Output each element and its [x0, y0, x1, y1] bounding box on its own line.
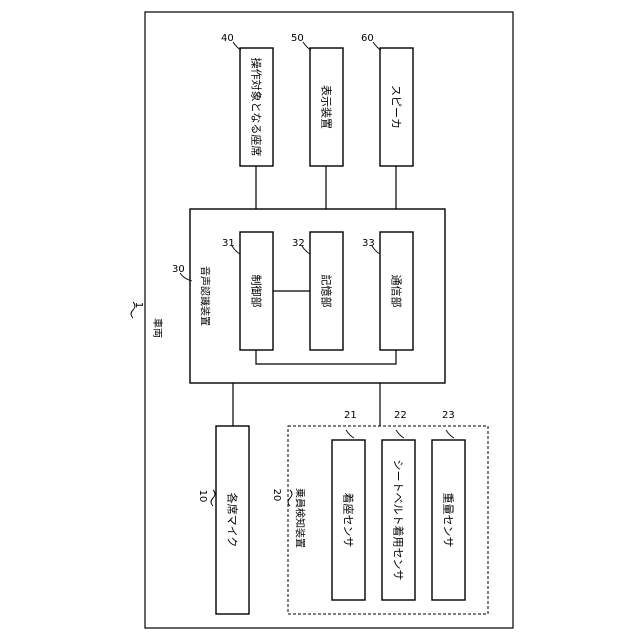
control-unit-label: 制御部 — [250, 275, 264, 308]
vehicle-label: 車両 — [151, 318, 164, 338]
communication-unit-ref: 33 — [362, 238, 375, 249]
voice-recognition-device-label: 音声認識装置 — [199, 266, 212, 326]
operation-target-seat-ref: 40 — [221, 33, 234, 44]
voice-recognition-device-ref: 30 — [172, 264, 185, 275]
occupant-detection-device-leader — [288, 490, 292, 506]
occupant-detection-device-label: 乗員検知装置 — [294, 488, 307, 548]
display-device-label: 表示装置 — [320, 85, 334, 129]
seating-sensor-leader — [346, 430, 354, 438]
speaker-ref: 60 — [361, 33, 374, 44]
seating-sensor-label: 着座センサ — [342, 493, 356, 548]
seatbelt-sensor-leader — [396, 430, 404, 438]
vehicle-ref: 1 — [133, 302, 144, 308]
control-unit-ref: 31 — [222, 238, 235, 249]
display-device-ref: 50 — [291, 33, 304, 44]
seat-microphone-ref: 10 — [197, 490, 208, 503]
operation-target-seat-label: 操作対象となる座席 — [250, 58, 264, 157]
weight-sensor-leader — [446, 430, 454, 438]
storage-unit-label: 記憶部 — [320, 275, 334, 308]
seatbelt-sensor-label: シートベルト着用センサ — [392, 460, 406, 581]
operation-target-seat-leader — [233, 42, 241, 50]
speaker-label: スピーカ — [390, 85, 403, 129]
seatbelt-sensor-ref: 22 — [394, 410, 407, 421]
seat-microphone-leader — [211, 490, 215, 506]
occupant-detection-device-ref: 20 — [271, 489, 282, 502]
seating-sensor-ref: 21 — [344, 410, 357, 421]
storage-unit-ref: 32 — [292, 238, 305, 249]
weight-sensor-ref: 23 — [442, 410, 455, 421]
weight-sensor-label: 重量センサ — [442, 493, 456, 548]
speaker-leader — [373, 42, 381, 50]
seat-microphone-label: 各席マイク — [226, 493, 240, 548]
communication-unit-label: 通信部 — [390, 275, 404, 308]
display-device-leader — [303, 42, 311, 50]
